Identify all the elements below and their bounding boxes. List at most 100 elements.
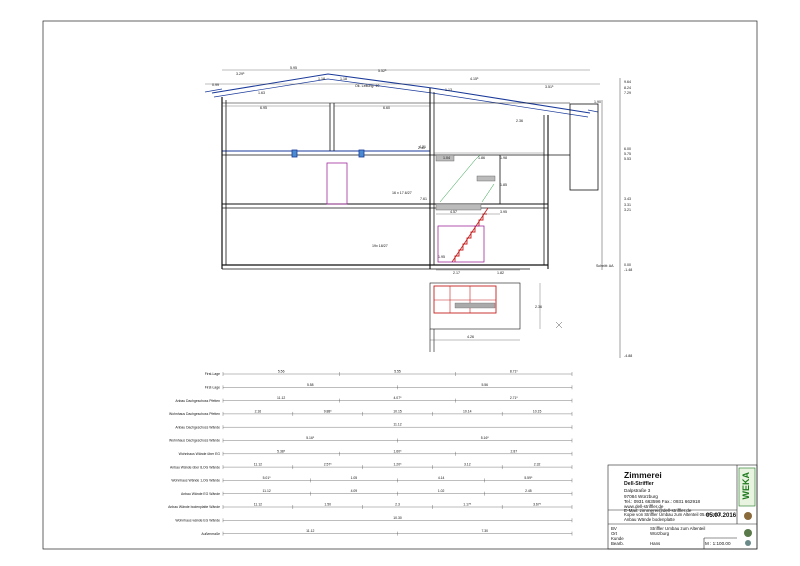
dim-row-value: 2.16 bbox=[255, 409, 262, 413]
window-2 bbox=[358, 149, 365, 158]
dim-row-value: 10.15 bbox=[393, 409, 402, 413]
dim-row-value: 2.87 bbox=[511, 449, 518, 453]
dim-row-value: 5.01⁵ bbox=[263, 476, 272, 480]
wall-dim-9: 3.95 bbox=[500, 210, 507, 214]
dim-row-value: 4.14 bbox=[438, 476, 445, 480]
dim-row-value: 4.09 bbox=[351, 489, 358, 493]
dim-row-value: 2.45 bbox=[525, 489, 532, 493]
stair-hatch-3 bbox=[435, 203, 482, 211]
dim-row-label: Anbau Dachgeschoss Pfetten bbox=[175, 399, 220, 403]
logo-circle-3 bbox=[745, 540, 751, 546]
height-5: 5.75 bbox=[624, 152, 631, 156]
roof-dim-5: 3.51⁵ bbox=[545, 85, 554, 89]
tb-value-ort: Würzburg bbox=[650, 531, 670, 536]
dim-row-value: 2.3 bbox=[395, 503, 400, 507]
stair-hatch-1 bbox=[435, 154, 455, 162]
dim-row-value: 10.15 bbox=[533, 409, 542, 413]
roof-small-1: 0.99 bbox=[212, 83, 219, 87]
dim-row-value: 8.71⁵ bbox=[510, 370, 519, 374]
basement-red-stair bbox=[433, 285, 497, 314]
height-1: 9.64 bbox=[624, 80, 631, 84]
plan-title: Anbau Wände bodenplatte bbox=[624, 517, 675, 522]
wall-dim-7: 1.85 bbox=[500, 183, 507, 187]
room-text: Ok. Leitung: 10 bbox=[355, 84, 379, 88]
drawing-labels: 3.29⁵ 5.95 5.52⁵ 4.15⁵ 3.51⁵ 0.99 1.18 1… bbox=[212, 66, 632, 358]
tb-label-kunde: Kunde bbox=[611, 536, 624, 541]
height-9: 3.21 bbox=[624, 208, 631, 212]
wall-dim-14: 2.36 bbox=[535, 305, 542, 309]
roof-eave-left bbox=[204, 88, 223, 93]
dim-row-value: 5.58 bbox=[307, 383, 314, 387]
dim-row-label: Wohnhaus Wände über EG bbox=[179, 452, 221, 456]
wall-dim-3: 6.60 bbox=[383, 106, 390, 110]
stair-label-3: 7.61 bbox=[420, 197, 427, 201]
wall-dim-8: 4.57 bbox=[450, 210, 457, 214]
height-8: 3.31 bbox=[624, 203, 631, 207]
roof-dim-1: 3.29⁵ bbox=[236, 72, 245, 76]
wall-dim-4: 1.04 bbox=[443, 156, 450, 160]
wall-dim-5: 1.86 bbox=[478, 156, 485, 160]
height-11: -1.48 bbox=[624, 268, 632, 272]
tb-label-bearb: Bearb. bbox=[611, 541, 624, 546]
dim-row-value: 1.60⁵ bbox=[393, 449, 402, 453]
roof-small-4: 1.13 bbox=[445, 88, 452, 92]
dim-row-value: 9.88⁵ bbox=[324, 409, 333, 413]
stair-label-2: 19x 18/27 bbox=[372, 244, 388, 248]
dim-row-label: Wohnhaus Dachgeschoss Wände bbox=[169, 439, 220, 443]
dim-row-value: 11.12 bbox=[277, 396, 285, 400]
dim-row-value: 5.38⁵ bbox=[277, 449, 286, 453]
dim-row-value: 3.12 bbox=[464, 463, 471, 467]
stair-label-4: 4.21 bbox=[419, 145, 426, 149]
dim-row-value: 1.20⁵ bbox=[393, 463, 402, 467]
roof-eave-right bbox=[587, 109, 599, 113]
wall-dim-12: 1.82 bbox=[497, 271, 504, 275]
wall-dim-2: 2.40 bbox=[418, 146, 425, 150]
logo-circle-2 bbox=[744, 529, 752, 537]
height-2: 8.24 bbox=[624, 86, 631, 90]
dim-row-value: 11.12 bbox=[393, 423, 401, 427]
basement-outline bbox=[429, 282, 521, 330]
company-owner: Dell-Striffler bbox=[624, 481, 654, 487]
stair-label-1: 16 x 17.6/27 bbox=[392, 191, 412, 195]
door bbox=[326, 162, 348, 205]
roof-outline bbox=[211, 73, 591, 114]
plan-date: 05.07.2016 bbox=[706, 513, 737, 519]
dim-row-value: 10.30 bbox=[393, 516, 402, 520]
dim-row-value: 11.12 bbox=[254, 463, 262, 467]
roof-dim-4: 4.15⁵ bbox=[470, 77, 479, 81]
height-10: 0.00 bbox=[624, 263, 631, 267]
roof-small-3: 1.18 bbox=[340, 77, 347, 81]
company-web: www.dell-striffler.de bbox=[624, 504, 664, 509]
dim-row-value: 2.32 bbox=[534, 463, 541, 467]
window-1 bbox=[291, 149, 298, 158]
dim-row-value: 1.50 bbox=[324, 503, 331, 507]
dim-row-label: First-Lage bbox=[205, 386, 220, 390]
height-6: 5.53 bbox=[624, 157, 631, 161]
dim-row-value: 7.30 bbox=[481, 529, 488, 533]
logo-circle-1 bbox=[744, 512, 752, 520]
dim-row-label: Wohnhaus wände EG Wände bbox=[175, 519, 220, 523]
dim-row-label: Außenmaße bbox=[201, 532, 220, 536]
tb-label-bv: BV bbox=[611, 526, 617, 531]
drawing-dim-lines bbox=[205, 69, 600, 341]
roof-dim-3: 5.52⁵ bbox=[378, 69, 387, 73]
dim-row-label: Anbau Wände über 8,OG Wände bbox=[170, 465, 220, 469]
roof-small-2: 1.18 bbox=[318, 77, 325, 81]
building-section bbox=[204, 73, 621, 358]
company-name: Zimmerei bbox=[624, 470, 662, 480]
company-email: E-Mail: zimmerei@dell-striffler.de bbox=[624, 508, 692, 513]
cross-marker bbox=[555, 321, 563, 329]
staircase-upper bbox=[439, 154, 495, 203]
title-block-frame bbox=[607, 464, 758, 550]
roof-inner bbox=[213, 78, 589, 118]
roof-small-6: 1.90 bbox=[594, 100, 601, 104]
height-4: 6.00 bbox=[624, 147, 631, 151]
wall-dim-15: 2.36 bbox=[516, 119, 523, 123]
dim-row-label: Wohnhaus Wände 1,OG Wände bbox=[171, 479, 220, 483]
dim-row-value: 2.71⁵ bbox=[510, 396, 519, 400]
wall-dim-6: 1.98 bbox=[500, 156, 507, 160]
height-7: 3.43 bbox=[624, 197, 631, 201]
basement-plan bbox=[429, 282, 521, 352]
